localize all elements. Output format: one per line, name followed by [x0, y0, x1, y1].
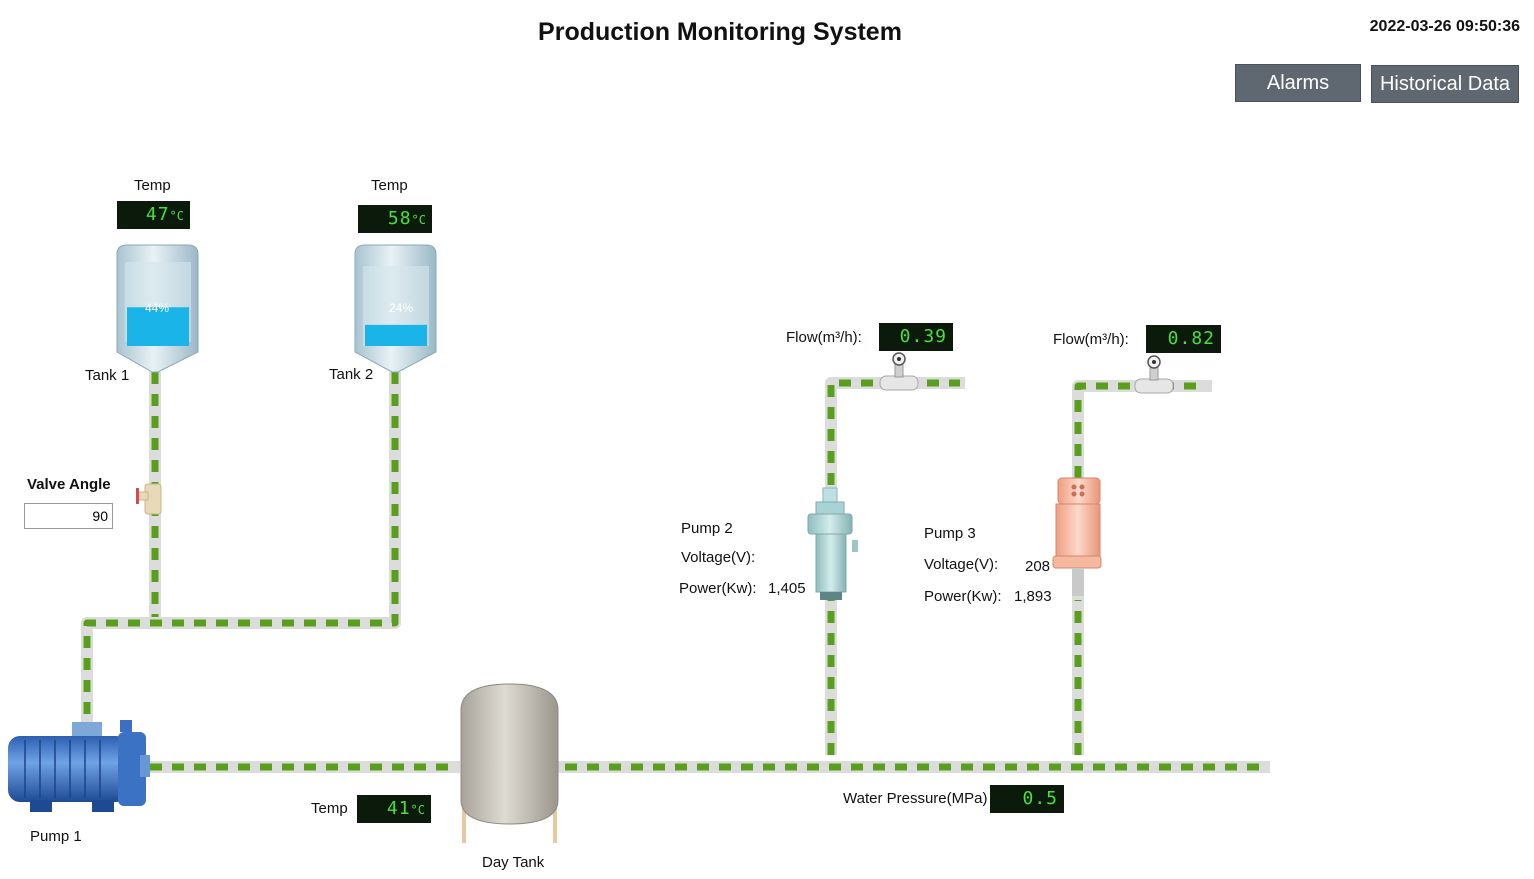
tank-1-temp-label: Temp — [134, 177, 171, 194]
pump-3-label: Pump 3 — [924, 525, 976, 542]
flow-meter-2-icon — [879, 352, 919, 391]
day-tank — [460, 683, 559, 843]
pump-3-flow-display: 0.82 — [1146, 325, 1221, 353]
pump-1-motor — [8, 720, 150, 812]
tank-1 — [116, 244, 199, 373]
pump-2-flow-label: Flow(m³/h): — [786, 329, 862, 346]
page-title: Production Monitoring System — [538, 18, 902, 46]
tank-1-level-text: 44% — [144, 301, 170, 315]
water-pressure-label: Water Pressure(MPa) — [843, 790, 988, 807]
pump-2-power-value: 1,405 — [768, 580, 806, 597]
pump-3-power-label: Power(Kw): — [924, 588, 1002, 605]
valve-icon[interactable] — [136, 483, 162, 515]
pump-3-voltage-value: 208 — [1025, 558, 1051, 575]
pump-3-power-value: 1,893 — [1014, 588, 1052, 605]
pump-1-temp-display: 41°C — [357, 795, 431, 823]
tank-1-temp-display: 47°C — [117, 201, 190, 229]
tank-2 — [354, 244, 437, 373]
tank-2-temp-display: 58°C — [358, 205, 432, 233]
water-pressure-display: 0.5 — [990, 785, 1064, 813]
pump-3-voltage-label: Voltage(V): — [924, 556, 999, 573]
pipe-network — [81, 372, 1270, 773]
valve-angle-input[interactable] — [24, 503, 113, 529]
pump-2-power-label: Power(Kw): — [679, 580, 757, 597]
tank-2-level-text: 24% — [388, 301, 414, 315]
flow-meter-3-icon — [1134, 355, 1174, 394]
tank-1-label: Tank 1 — [85, 367, 130, 384]
pump-2-label: Pump 2 — [681, 520, 733, 537]
tank-1-level-fill — [127, 307, 189, 346]
pump-2-flow-display: 0.39 — [879, 323, 953, 351]
pump-1-temp-label: Temp — [311, 800, 348, 817]
tank-2-level-fill — [365, 324, 427, 346]
pump-3-flow-label: Flow(m³/h): — [1053, 331, 1129, 348]
day-tank-label: Day Tank — [482, 854, 545, 871]
datetime: 2022-03-26 09:50:36 — [1369, 18, 1520, 35]
valve-angle-label: Valve Angle — [27, 476, 111, 493]
historical-data-button[interactable]: Historical Data — [1371, 65, 1519, 103]
pump-3 — [1052, 477, 1102, 596]
pump-2 — [807, 487, 858, 600]
pump-2-voltage-label: Voltage(V): — [681, 549, 756, 566]
tank-2-label: Tank 2 — [329, 366, 374, 383]
tank-2-temp-label: Temp — [371, 177, 408, 194]
pump-1-label: Pump 1 — [30, 828, 82, 845]
alarms-button[interactable]: Alarms — [1235, 64, 1361, 102]
